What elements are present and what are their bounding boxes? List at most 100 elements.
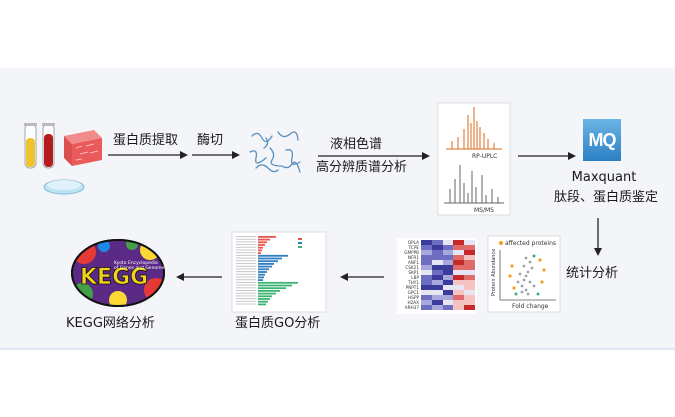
label-digestion: 酶切	[197, 133, 224, 148]
go-term-placeholder	[236, 271, 256, 273]
heatmap-cell	[442, 255, 454, 260]
go-term-placeholder	[236, 300, 256, 302]
go-term-placeholder	[236, 260, 256, 262]
heatmap-cell	[431, 240, 443, 245]
heatmap-cell	[431, 245, 443, 250]
maxquant-logo: MQ	[583, 119, 621, 161]
heatmap-cell	[442, 275, 454, 280]
heatmap-cell	[453, 275, 465, 280]
heatmap-cell	[453, 290, 465, 295]
label-maxquant: Maxquant	[571, 170, 637, 185]
label-identification: 肽段、蛋白质鉴定	[553, 190, 659, 205]
go-bar	[258, 257, 282, 260]
heatmap-gene-label: GPC1	[407, 290, 419, 295]
heatmap-cell	[421, 265, 432, 270]
go-term-placeholder	[236, 265, 256, 267]
go-term-placeholder	[236, 287, 256, 289]
heatmap-cell	[421, 295, 432, 300]
heatmap-gene-label: SKP1	[408, 270, 419, 275]
heatmap-cell	[453, 280, 465, 285]
label-statistics: 统计分析	[566, 266, 619, 281]
volcano-ylabel: Protein Abundance	[491, 249, 497, 296]
go-term-placeholder	[236, 254, 256, 256]
heatmap-cell	[453, 285, 465, 290]
heatmap-gene-label: LBP	[411, 275, 419, 280]
go-bar	[258, 273, 265, 276]
go-bar	[258, 290, 280, 292]
heatmap-gene-label: THY1	[408, 280, 419, 285]
heatmap-cell	[453, 245, 465, 250]
go-bar	[258, 303, 266, 306]
go-term-placeholder	[236, 268, 256, 270]
go-bar	[258, 241, 267, 244]
label-msms: MS/MS	[474, 207, 494, 214]
heatmap-cell	[464, 245, 475, 250]
heatmap-grid	[421, 240, 475, 310]
heatmap-cell	[431, 295, 443, 300]
heatmap-cell	[431, 265, 443, 270]
heatmap-gene-label: PNPT1	[405, 285, 419, 290]
label-extraction: 蛋白质提取	[113, 133, 179, 148]
heatmap-cell	[464, 260, 475, 265]
go-term-placeholder	[236, 263, 256, 264]
go-bar	[258, 246, 263, 249]
peptides-icon	[249, 131, 301, 173]
heatmap-cell	[431, 250, 443, 255]
go-term-placeholder	[236, 246, 256, 248]
go-bar	[258, 287, 286, 290]
sample-tubes-icon	[24, 123, 102, 195]
heatmap-cell	[453, 260, 465, 265]
go-term-placeholder	[236, 290, 256, 291]
heatmap-gene-label: GMPPB	[404, 250, 419, 255]
volcano-xlabel: Fold change	[512, 303, 549, 310]
go-term-placeholder	[236, 281, 256, 283]
kegg-logo-text: KEGG	[80, 265, 148, 290]
heatmap-cell	[421, 240, 432, 245]
arrow-to-go	[340, 273, 384, 281]
heatmap-cell	[421, 260, 432, 265]
go-term-placeholder	[236, 276, 256, 278]
heatmap-cell	[442, 240, 454, 245]
go-term-placeholder	[236, 244, 256, 246]
arrow-to-kegg	[176, 273, 222, 281]
go-bar	[258, 238, 270, 241]
go-bar	[258, 244, 265, 246]
heatmap-cell	[464, 290, 475, 295]
heatmap-gene-label: ARH37	[404, 305, 419, 310]
heatmap-cell	[442, 260, 454, 265]
go-term-placeholder	[236, 292, 256, 294]
heatmap-gene-label: OPLA	[407, 240, 419, 245]
heatmap-cell	[442, 270, 454, 275]
heatmap-cell	[431, 270, 443, 275]
kegg-logo: KEGG Kyoto Encyclopedia of Genes and Gen…	[71, 239, 167, 307]
heatmap-cell	[421, 255, 432, 260]
label-lc: 液相色谱	[330, 137, 383, 152]
heatmap-cell	[464, 295, 475, 300]
go-term-placeholder	[236, 252, 256, 254]
heatmap-cell	[453, 295, 465, 300]
heatmap-cell	[453, 270, 465, 275]
heatmap-cell	[442, 280, 454, 285]
heatmap-cell	[421, 305, 432, 310]
heatmap-cell	[442, 245, 454, 250]
volcano-legend: affected proteins	[505, 240, 556, 247]
maxquant-logo-text: MQ	[588, 129, 617, 150]
heatmap-cell	[464, 300, 475, 305]
go-term-placeholder	[236, 284, 256, 286]
go-bar	[258, 284, 292, 287]
go-term-placeholder	[236, 241, 256, 243]
heatmap-cell	[442, 300, 454, 305]
heatmap-gene-label: CSK21	[405, 265, 419, 270]
arrow-lc	[318, 152, 430, 160]
go-bar-chart	[231, 231, 327, 313]
arrow-digestion	[192, 151, 240, 159]
go-term-placeholder	[236, 273, 256, 275]
go-bar	[258, 260, 278, 263]
go-term-placeholder	[236, 298, 256, 300]
heatmap-cell	[453, 300, 465, 305]
go-bar	[258, 268, 269, 271]
heatmap-cell	[421, 245, 432, 250]
go-bar	[258, 236, 276, 238]
heatmap-cell	[464, 285, 475, 290]
